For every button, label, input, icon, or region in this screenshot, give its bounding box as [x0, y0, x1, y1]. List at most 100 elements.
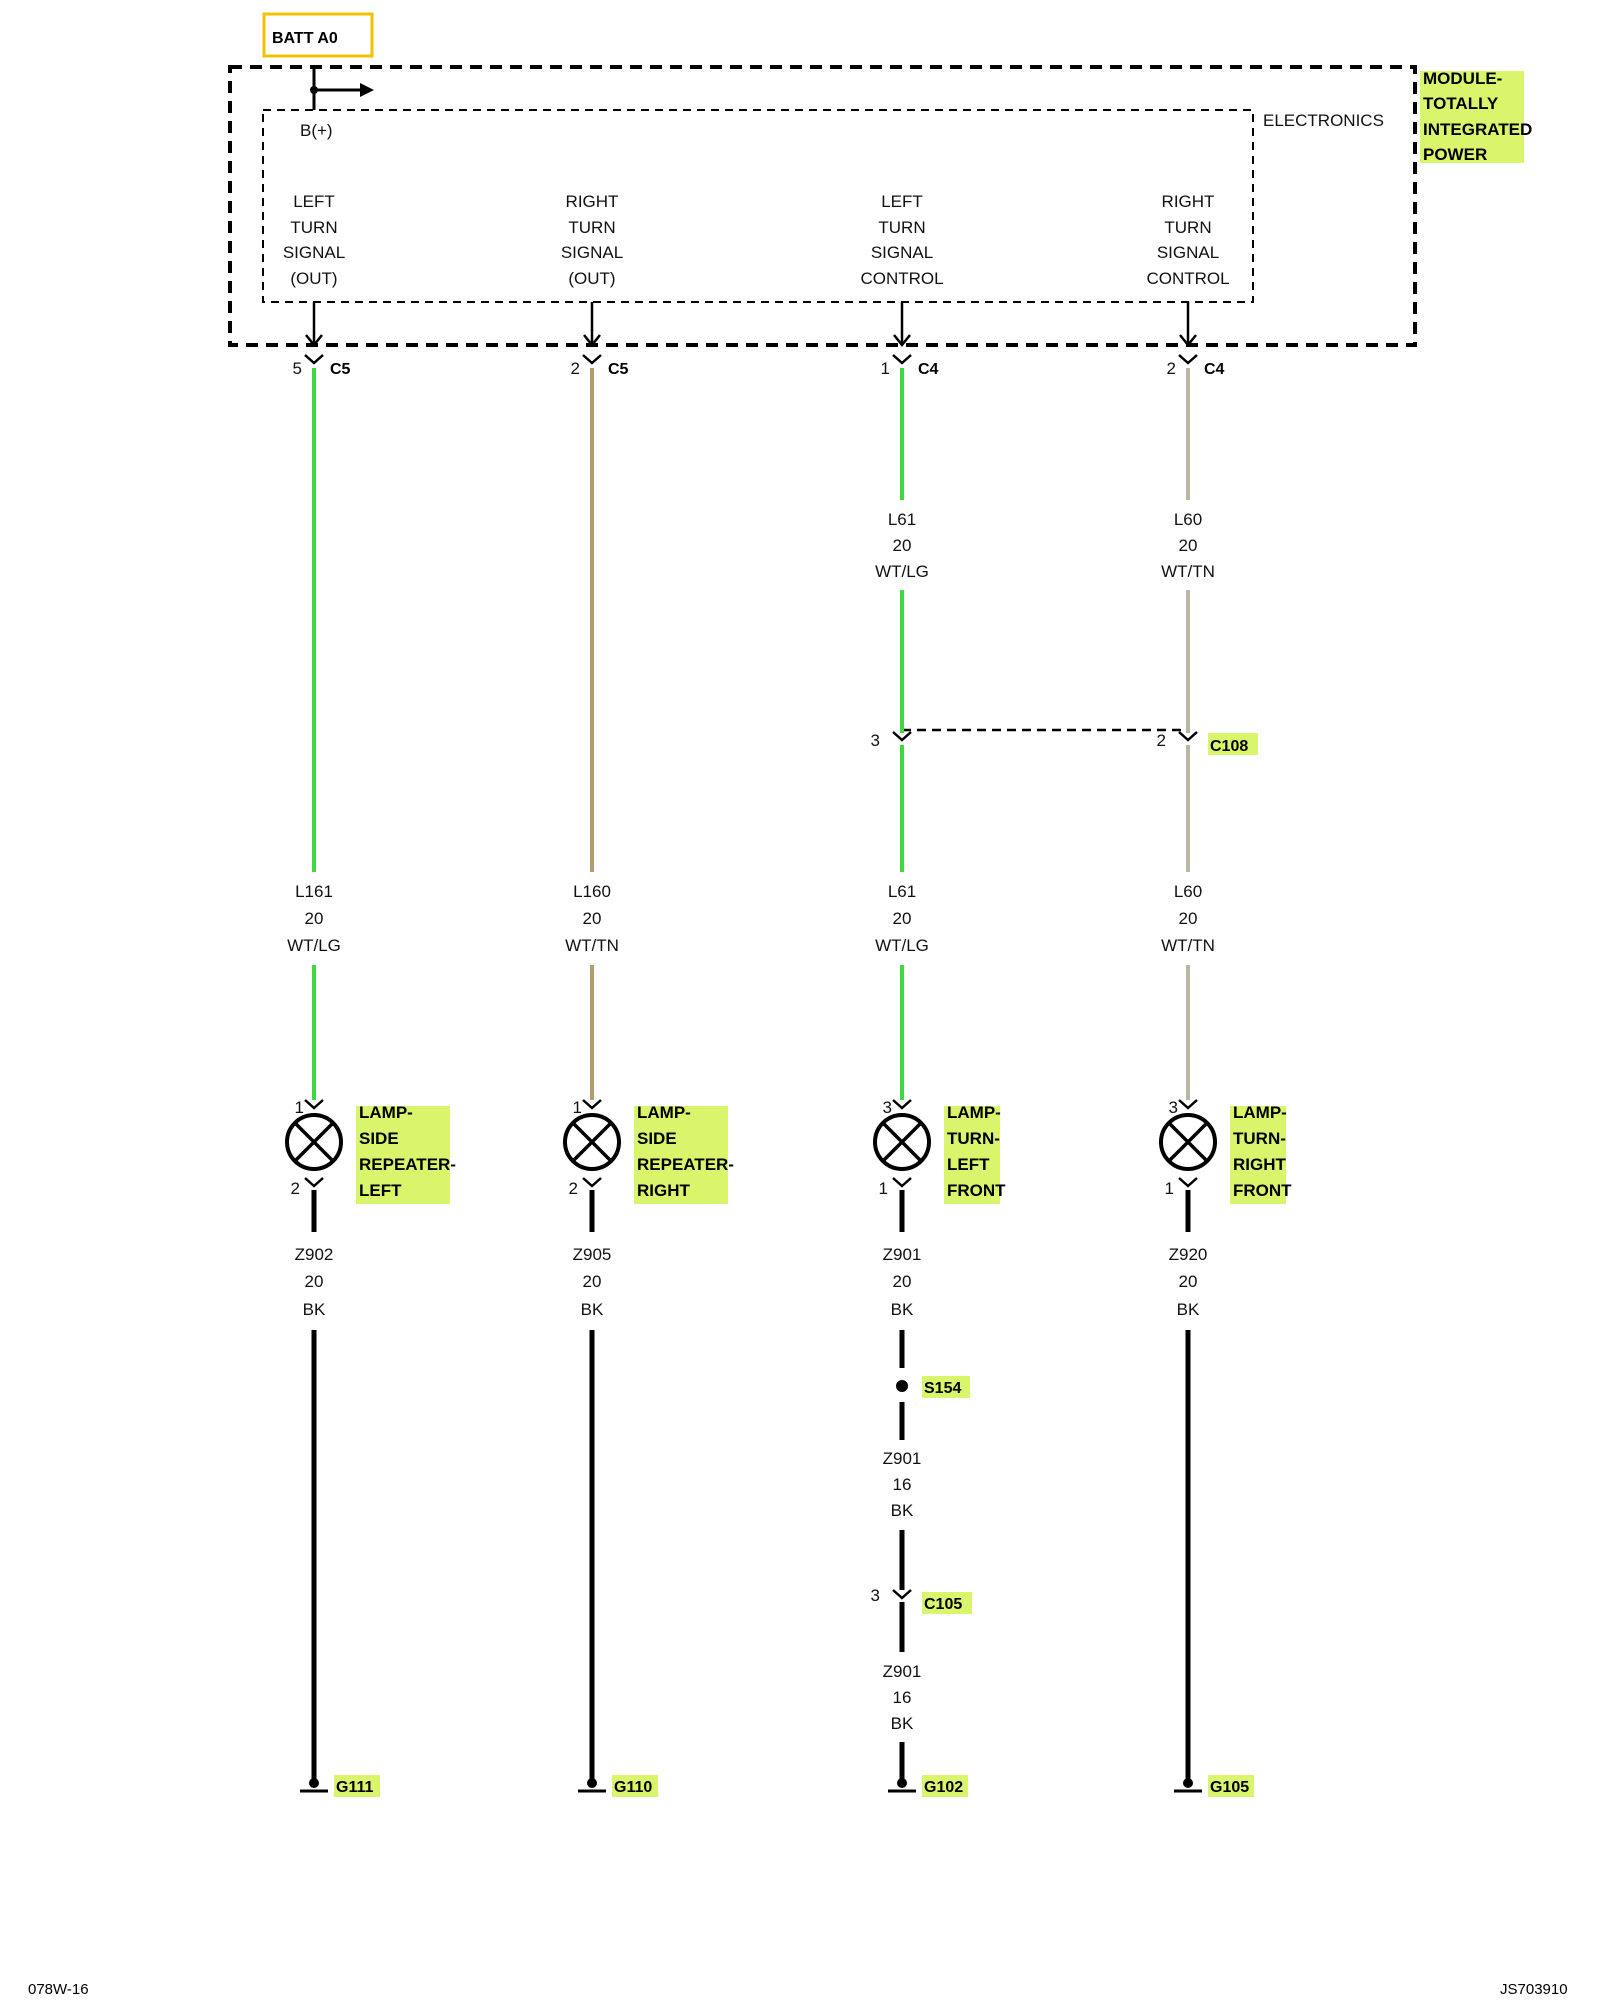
- circuit-4-wire-lower-label-3: WT/TN: [1161, 936, 1215, 955]
- circuit-3-signal-label-2: TURN: [878, 218, 925, 237]
- circuit-3-inline-connector-icon: [892, 731, 912, 742]
- circuit-3-lamp-pin-bottom: 1: [879, 1179, 888, 1198]
- circuit-4-signal-label-1: RIGHT: [1162, 192, 1215, 211]
- circuit-4-wire-lower-label-1: L60: [1174, 882, 1202, 901]
- circuit-4-wire-upper-label-3: WT/TN: [1161, 562, 1215, 581]
- circuit-2-lamp-bottom-connector-icon: [582, 1177, 602, 1188]
- circuit-1-lamp-label-line-2: SIDE: [359, 1129, 399, 1148]
- circuit-4-wire-lower-label-2: 20: [1179, 909, 1198, 928]
- circuit-1-lamp-label-highlight: [356, 1106, 450, 1204]
- circuit-1-lamp-top-connector-icon: [304, 1099, 324, 1110]
- circuit-3-ground-connector-highlight: [922, 1592, 972, 1614]
- circuit-4-wire-upper-label-2: 20: [1179, 536, 1198, 555]
- circuit-3-ground-highlight: [922, 1775, 968, 1797]
- circuit-1-ground-highlight: [334, 1775, 380, 1797]
- circuit-1-output-arrow-icon: [305, 334, 323, 348]
- circuit-3-splice-wire-label-1: Z901: [883, 1449, 922, 1468]
- batt-label: BATT A0: [272, 30, 338, 47]
- circuit-2-ground-wire-label-1: Z905: [573, 1245, 612, 1264]
- circuit-1-lamp-bottom-connector-icon: [304, 1177, 324, 1188]
- circuit-3-lamp-label-highlight: [944, 1106, 1000, 1204]
- circuit-2-ground-wire-label-2: 20: [583, 1272, 602, 1291]
- circuit-3-wire-upper-label-2: 20: [893, 536, 912, 555]
- circuit-1-wire-lower-label-2: 20: [305, 909, 324, 928]
- circuit-2-lamp-label-highlight: [634, 1106, 728, 1204]
- circuit-4-inline-connector-highlight: [1208, 733, 1258, 755]
- module-title-line-3: INTEGRATED: [1423, 120, 1532, 139]
- circuit-3-wire-upper-label-3: WT/LG: [875, 562, 929, 581]
- circuit-3-connector-pin: 1: [881, 359, 890, 378]
- circuit-1-ground-node-icon: [309, 1778, 319, 1788]
- circuit-2-lamp-label-line-2: SIDE: [637, 1129, 677, 1148]
- batt-label-box: [262, 12, 374, 58]
- circuit-3-lamp-label-line-3: LEFT: [947, 1155, 990, 1174]
- circuit-2-ground-node-icon: [587, 1778, 597, 1788]
- circuit-4-signal-label-4: CONTROL: [1146, 269, 1229, 288]
- module-title-line-4: POWER: [1423, 145, 1487, 164]
- circuit-3-lamp-bottom-connector-icon: [892, 1177, 912, 1188]
- circuit-2-lamp-pin-top: 1: [573, 1098, 582, 1117]
- circuit-3-ground-wire-label-3: BK: [891, 1300, 914, 1319]
- circuit-3-signal-label-3: SIGNAL: [871, 243, 933, 262]
- circuit-2-lamp-label-line-3: REPEATER-: [637, 1155, 734, 1174]
- circuit-1-lamp-label-line-4: LEFT: [359, 1181, 402, 1200]
- circuit-4-signal-label-3: SIGNAL: [1157, 243, 1219, 262]
- module-title-highlight: [1420, 71, 1524, 163]
- circuit-4-signal-label-2: TURN: [1164, 218, 1211, 237]
- electronics-label: ELECTRONICS: [1263, 111, 1384, 130]
- circuit-1-ground-wire-label-3: BK: [303, 1300, 326, 1319]
- circuit-3-splice-name: S154: [924, 1380, 961, 1397]
- circuit-4-ground-wire-label-1: Z920: [1169, 1245, 1208, 1264]
- circuit-3-ground-connector-name: C105: [924, 1596, 962, 1613]
- circuit-3-inline-connector-pin: 3: [871, 731, 880, 750]
- circuit-2-signal-label-1: RIGHT: [566, 192, 619, 211]
- circuit-3-ground-name: G102: [924, 1779, 963, 1796]
- circuit-3-splice-wire-label-3: BK: [891, 1501, 914, 1520]
- circuit-1-lamp-label-line-3: REPEATER-: [359, 1155, 456, 1174]
- circuit-3-lamp-label-line-1: LAMP-: [947, 1103, 1001, 1122]
- circuit-4-lamp-label-line-3: RIGHT: [1233, 1155, 1287, 1174]
- circuit-3-wire-lower-label-3: WT/LG: [875, 936, 929, 955]
- circuit-1-ground-name: G111: [336, 1779, 373, 1796]
- circuit-1-ground-wire-label-1: Z902: [295, 1245, 334, 1264]
- circuit-2-lamp-pin-bottom: 2: [569, 1179, 578, 1198]
- circuit-3-splice-dot-icon: [896, 1380, 908, 1392]
- circuit-4-lamp-label-line-1: LAMP-: [1233, 1103, 1287, 1122]
- circuit-2-wire-lower-label-1: L160: [573, 882, 611, 901]
- circuit-2-ground-wire-label-3: BK: [581, 1300, 604, 1319]
- circuit-3-signal-label-4: CONTROL: [860, 269, 943, 288]
- circuit-1-signal-label-1: LEFT: [293, 192, 335, 211]
- circuit-4-ground-node-icon: [1183, 1778, 1193, 1788]
- circuit-2-module-connector-icon: [582, 354, 602, 365]
- circuit-2-wire-lower-label-3: WT/TN: [565, 936, 619, 955]
- circuit-3-lamp-top-connector-icon: [892, 1099, 912, 1110]
- circuit-3-wire-lower-label-2: 20: [893, 909, 912, 928]
- circuit-1-lamp-pin-bottom: 2: [291, 1179, 300, 1198]
- circuit-1-wire-lower-label-1: L161: [295, 882, 333, 901]
- circuit-1-lamp-label-line-1: LAMP-: [359, 1103, 413, 1122]
- circuit-4-ground-name: G105: [1210, 1779, 1249, 1796]
- circuit-2-lamp-cross-b: [571, 1121, 613, 1163]
- circuit-4-output-arrow-icon: [1179, 334, 1197, 348]
- circuit-3-ground-wire-2-label-3: BK: [891, 1714, 914, 1733]
- b-plus-label: B(+): [300, 121, 333, 140]
- circuit-2-output-arrow-icon: [583, 334, 601, 348]
- circuit-4-lamp-pin-top: 3: [1169, 1098, 1178, 1117]
- circuit-4-inline-connector-name: C108: [1210, 738, 1248, 755]
- circuit-3-ground-connector-icon: [892, 1589, 912, 1600]
- circuit-1-signal-label-4: (OUT): [290, 269, 337, 288]
- circuit-1-lamp-pin-top: 1: [295, 1098, 304, 1117]
- batt-feed-arrow-icon: [360, 83, 374, 97]
- circuit-4-lamp-cross-b: [1167, 1121, 1209, 1163]
- circuit-4-inline-connector-icon: [1178, 731, 1198, 742]
- circuit-3-lamp-cross-b: [881, 1121, 923, 1163]
- circuit-4-lamp-label-line-4: FRONT: [1233, 1181, 1292, 1200]
- circuit-3-signal-label-1: LEFT: [881, 192, 923, 211]
- circuit-2-signal-label-4: (OUT): [568, 269, 615, 288]
- circuit-3-wire-lower-label-1: L61: [888, 882, 916, 901]
- circuit-2-lamp-label-line-4: RIGHT: [637, 1181, 691, 1200]
- circuit-1-connector-name: C5: [330, 361, 351, 378]
- module-title-line-1: MODULE-: [1423, 69, 1502, 88]
- circuit-4-connector-name: C4: [1204, 361, 1225, 378]
